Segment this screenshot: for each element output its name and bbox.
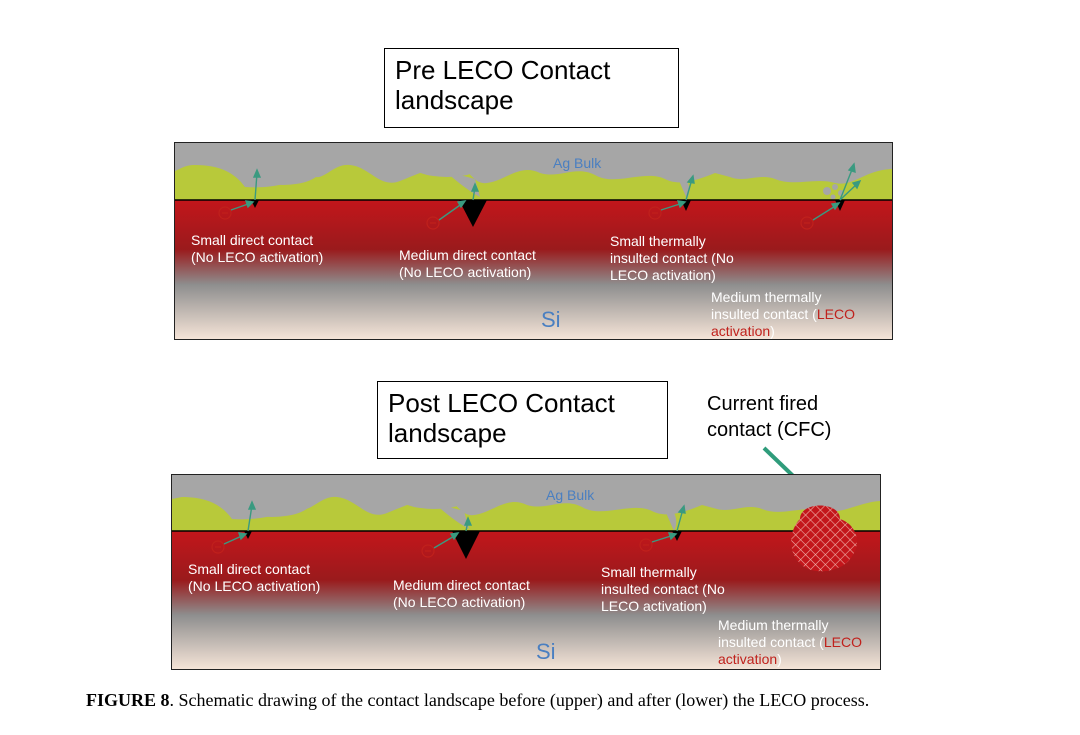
- pre-ag-bulk-label: Ag Bulk: [553, 155, 602, 171]
- current-fired-contact: [791, 505, 857, 572]
- electron-signs: [222, 212, 810, 224]
- electron-icon: [800, 216, 814, 230]
- electron-icon: [211, 540, 225, 554]
- electron-icons: [218, 206, 814, 230]
- pre-si-label: Si: [541, 307, 561, 332]
- electron-icon: [426, 216, 440, 230]
- post-title-line1: Post LECO Contact: [388, 388, 615, 418]
- ag-finger: [445, 171, 480, 197]
- ag-blob: [396, 481, 472, 509]
- post-medium-thermal-label: Medium thermally insulted contact (LECO …: [718, 617, 862, 667]
- ag-blob: [245, 153, 321, 185]
- medium-direct-spike: [452, 531, 480, 559]
- ag-particle: [823, 187, 831, 195]
- pre-leco-title-box: Pre LECO Contact landscape: [384, 48, 679, 128]
- cfc-label: Current fired contact (CFC): [707, 393, 832, 441]
- post-small-direct-label: Small direct contact (No LECO activation…: [188, 561, 321, 594]
- post-si-label: Si: [536, 639, 556, 664]
- current-arrows: [230, 162, 862, 221]
- figure-label: FIGURE 8: [86, 690, 170, 710]
- ag-finger: [434, 503, 469, 529]
- ag-blob: [409, 149, 485, 177]
- ag-blob: [232, 485, 312, 517]
- ag-finger: [662, 499, 677, 531]
- electron-icon: [648, 206, 662, 220]
- ag-finger: [675, 167, 690, 199]
- current-arrows: [223, 500, 686, 549]
- post-small-thermal-label: Small thermally insulted contact (No LEC…: [601, 564, 725, 614]
- si-substrate: [172, 531, 880, 669]
- ag-particle: [830, 194, 836, 200]
- si-substrate: [175, 200, 892, 339]
- pre-medium-thermal-label: Medium thermally insulted contact (LECO …: [711, 289, 855, 339]
- pre-leco-diagram: [175, 143, 892, 339]
- pre-small-thermal-label: Small thermally insulted contact (No LEC…: [610, 233, 734, 283]
- pre-small-direct-label: Small direct contact (No LECO activation…: [191, 232, 324, 265]
- pre-title-line1: Pre LECO Contact: [395, 55, 611, 85]
- pre-leco-panel: Ag Bulk Si Small direct contact (No LECO…: [174, 142, 893, 340]
- post-medium-direct-label: Medium direct contact (No LECO activatio…: [393, 577, 530, 610]
- post-leco-panel: Ag Bulk Si Small direct contact (No LECO…: [171, 474, 881, 670]
- electron-icons: [211, 538, 653, 558]
- ag-particle: [832, 184, 838, 190]
- electron-icon: [639, 538, 653, 552]
- ag-bulk-layer: [175, 143, 892, 188]
- pre-medium-direct-label: Medium direct contact (No LECO activatio…: [399, 247, 536, 280]
- pre-title-line2: landscape: [395, 85, 514, 115]
- post-leco-title-box: Post LECO Contact landscape: [377, 381, 668, 459]
- figure-caption: FIGURE 8. Schematic drawing of the conta…: [86, 690, 869, 711]
- electron-icon: [218, 206, 232, 220]
- electron-icon: [421, 544, 435, 558]
- electron-signs: [215, 544, 649, 552]
- post-ag-bulk-label: Ag Bulk: [546, 487, 595, 503]
- post-title-line2: landscape: [388, 418, 507, 448]
- post-leco-diagram: [172, 475, 880, 669]
- figure-caption-text: . Schematic drawing of the contact lands…: [169, 690, 870, 710]
- medium-direct-spike: [459, 200, 487, 227]
- small-direct-spike: [244, 531, 252, 539]
- ag-bulk-layer: [172, 475, 880, 520]
